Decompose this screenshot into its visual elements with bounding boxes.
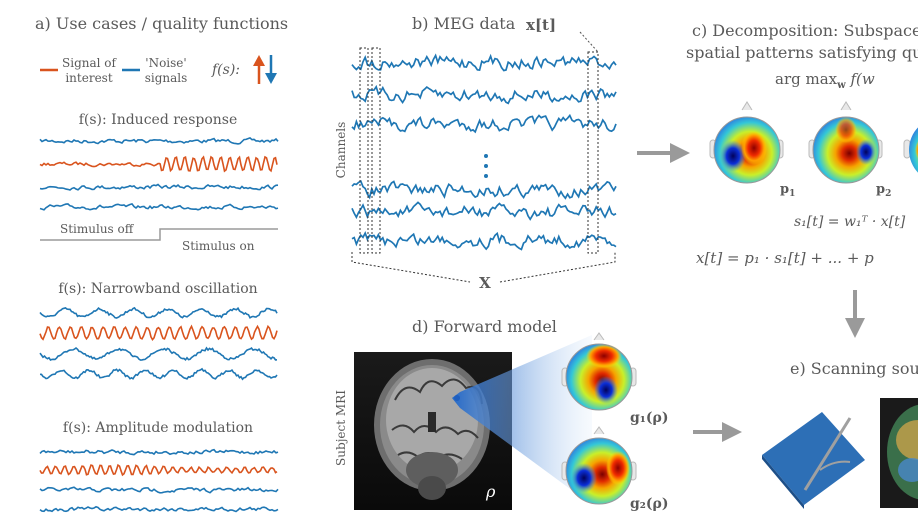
meg-channel-trace — [351, 179, 617, 200]
panel-b: b) MEG data x[t] Channels X — [334, 14, 617, 292]
panel-d: d) Forward model Subject MRI ρ — [334, 317, 668, 512]
legend-signal-line2: interest — [65, 71, 112, 85]
signal-trace — [39, 155, 278, 173]
panel-c: c) Decomposition: Subspace spatial patte… — [686, 21, 918, 267]
topomap-p2 — [808, 101, 883, 184]
x-t-pointer — [579, 31, 599, 53]
topomap-g2 — [561, 426, 637, 505]
equation-s1: s₁[t] = w₁ᵀ · x[t] — [794, 214, 906, 230]
legend-noise-line2: signals — [145, 71, 188, 85]
noise-trace — [39, 183, 279, 191]
case-amplitude-traces — [39, 448, 279, 513]
stimulus-timeline — [40, 228, 278, 241]
case-narrowband-traces — [39, 306, 278, 381]
meg-channel-trace — [351, 201, 617, 221]
panel-e: e) Scanning sour — [762, 359, 918, 509]
time-window-markers — [359, 47, 599, 254]
panel-d-title: d) Forward model — [412, 317, 557, 336]
noise-trace — [39, 486, 279, 494]
meg-channel-trace — [351, 113, 617, 134]
noise-trace — [39, 346, 278, 361]
subject-mri-label: Subject MRI — [334, 390, 348, 466]
signal-trace — [39, 463, 278, 477]
big-x-label: X — [479, 274, 491, 292]
legend-signal-line1: Signal of — [62, 56, 118, 70]
arrow-up-icon — [253, 55, 265, 84]
noise-trace — [39, 367, 278, 381]
stimulus-on-label: Stimulus on — [182, 239, 255, 253]
meg-traces — [351, 53, 617, 251]
case-induced-label: f(s): Induced response — [79, 112, 238, 128]
legend-noise-line1: 'Noise' — [145, 56, 186, 70]
legend-f-label: f(s): — [211, 62, 240, 78]
p1-label: p1 — [780, 182, 795, 199]
panel-c-title-line2: spatial patterns satisfying qua — [686, 43, 918, 62]
bracket — [351, 252, 616, 283]
panel-b-title: b) MEG data — [412, 14, 516, 33]
panel-a: a) Use cases / quality functions Signal … — [35, 14, 288, 513]
meg-channel-trace — [351, 53, 617, 72]
topomap-p1 — [709, 101, 784, 184]
scan-brain-image — [880, 398, 918, 508]
channels-label: Channels — [334, 122, 348, 179]
g1-label: g₁(ρ) — [630, 410, 668, 426]
case-induced-traces — [39, 136, 279, 211]
case-amplitude-label: f(s): Amplitude modulation — [63, 420, 253, 436]
stimulus-off-label: Stimulus off — [60, 222, 135, 236]
meg-channel-trace — [351, 84, 617, 105]
signal-trace — [39, 324, 278, 341]
argmax-label: arg maxw f(w — [775, 70, 875, 91]
panel-c-title-line1: c) Decomposition: Subspace — [692, 21, 918, 40]
g2-label: g₂(ρ) — [630, 496, 668, 512]
topomap-p3 — [903, 127, 918, 173]
noise-trace — [39, 202, 279, 211]
noise-trace — [39, 448, 279, 456]
noise-trace — [39, 136, 279, 145]
equation-x-sum: x[t] = p₁ · s₁[t] + ... + p — [696, 249, 874, 267]
meg-channel-trace — [351, 230, 617, 251]
channel-ellipsis-icon — [484, 154, 488, 178]
projection-beam — [452, 335, 592, 505]
topomap-g1 — [561, 332, 637, 411]
panel-e-title: e) Scanning sour — [790, 359, 918, 378]
arrow-down-icon — [265, 55, 277, 84]
x-t-label: x[t] — [526, 16, 556, 34]
panel-a-title: a) Use cases / quality functions — [35, 14, 288, 33]
rho-label: ρ — [485, 482, 496, 501]
source-plane-icon — [762, 412, 865, 509]
noise-trace — [39, 505, 279, 513]
noise-trace — [39, 306, 278, 319]
p2-label: p2 — [876, 182, 891, 199]
case-narrowband-label: f(s): Narrowband oscillation — [58, 281, 257, 297]
legend: Signal of interest 'Noise' signals f(s): — [40, 55, 277, 85]
